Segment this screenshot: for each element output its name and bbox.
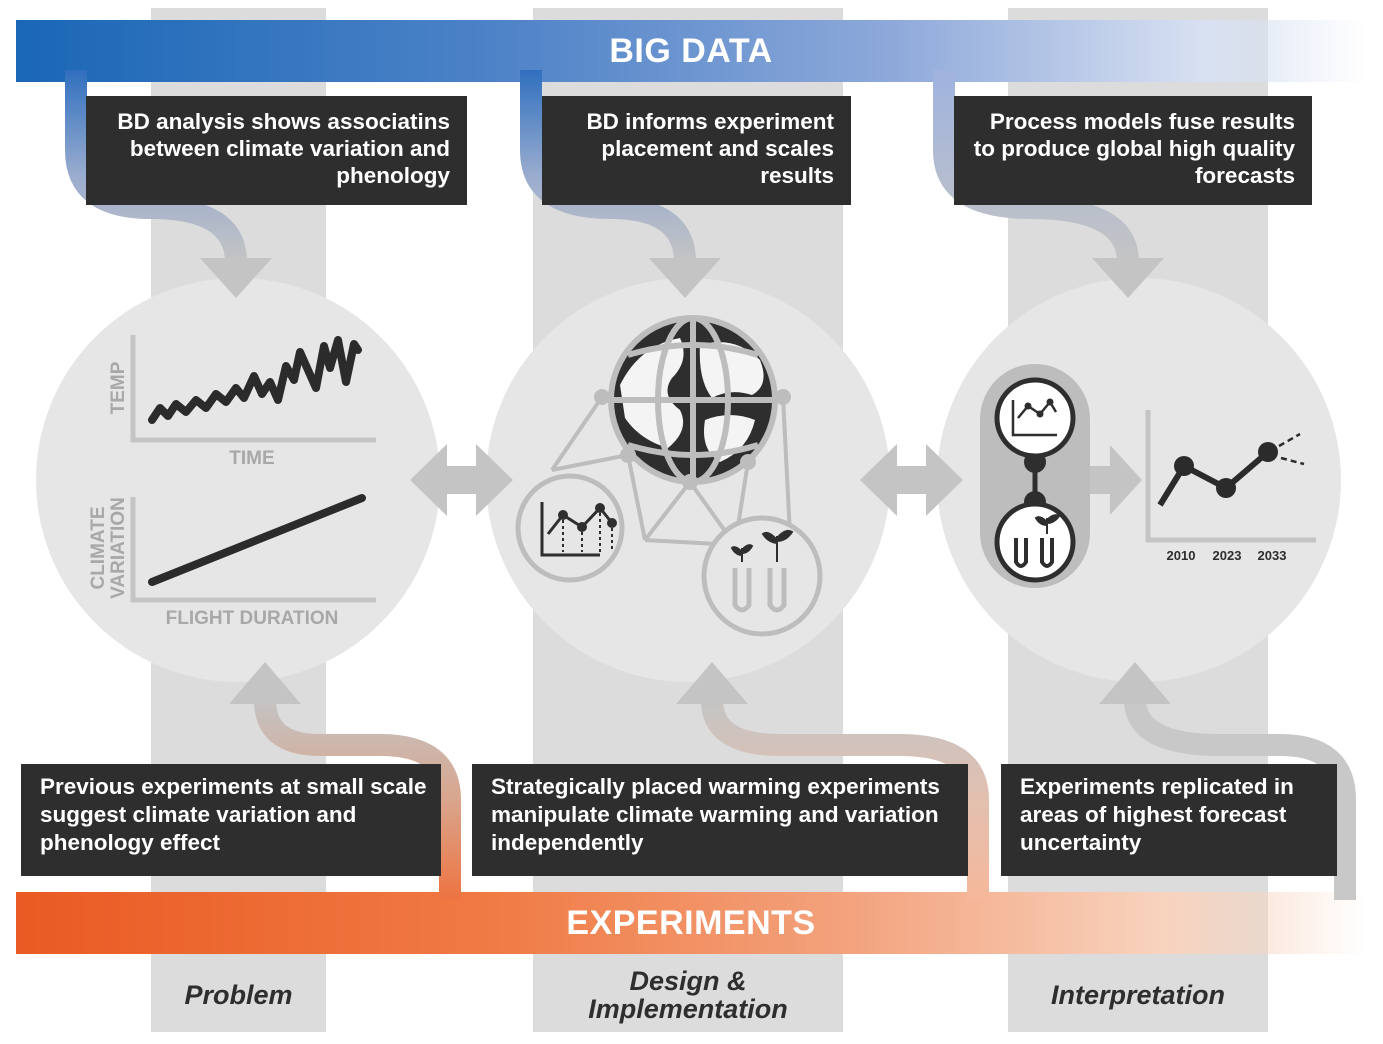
bottom-box-interpretation: Experiments replicated in areas of highe… <box>1001 764 1337 876</box>
bottom-box-problem-text: Previous experiments at small scale sugg… <box>40 774 427 855</box>
big-data-banner: BIG DATA <box>16 20 1366 82</box>
bottom-box-design: Strategically placed warming experiments… <box>472 764 968 876</box>
year-label: 2023 <box>1213 548 1242 563</box>
top-box-design: BD informs experiment placement and scal… <box>542 96 851 205</box>
double-arrow-icon <box>860 444 963 516</box>
time-axis-label: TIME <box>229 448 274 469</box>
phase-problem: Problem <box>184 980 293 1010</box>
circle-problem <box>36 278 440 682</box>
year-label: 2010 <box>1167 548 1196 563</box>
test-tubes-icon <box>701 515 823 637</box>
climate-chart <box>130 494 376 603</box>
top-box-interpretation-text: Process models fuse results to produce g… <box>973 109 1295 188</box>
globe-icon <box>594 315 791 490</box>
bottom-box-problem: Previous experiments at small scale sugg… <box>21 764 441 876</box>
variation-axis-label: VARIATION <box>108 497 129 599</box>
bottom-box-interpretation-text: Experiments replicated in areas of highe… <box>1020 774 1294 855</box>
arrow-experiments-to-problem <box>229 662 461 900</box>
climate-axis-label: CLIMATE <box>88 506 109 589</box>
phase-interpretation: Interpretation <box>1050 980 1225 1010</box>
arrow-bigdata-to-design <box>520 70 721 298</box>
year-label: 2033 <box>1258 548 1287 563</box>
top-box-problem-text: BD analysis shows associatins between cl… <box>117 109 450 188</box>
forward-arrow-icon <box>1090 445 1142 515</box>
top-box-design-text: BD informs experiment placement and scal… <box>586 109 834 188</box>
arrow-experiments-to-interpretation <box>1099 662 1356 900</box>
temp-chart <box>130 335 376 443</box>
arrow-bigdata-to-problem <box>65 70 272 298</box>
experiments-banner: EXPERIMENTS <box>16 892 1366 954</box>
arrow-bigdata-to-interpretation <box>933 70 1164 298</box>
top-box-interpretation: Process models fuse results to produce g… <box>954 96 1312 205</box>
chart-icon <box>515 473 625 583</box>
temp-axis-label: TEMP <box>108 361 129 414</box>
double-arrow-icon <box>410 444 513 516</box>
test-tubes-icon <box>994 501 1076 583</box>
chart-icon <box>994 377 1076 459</box>
top-box-problem: BD analysis shows associatins between cl… <box>86 96 467 205</box>
forecast-chart <box>1145 410 1316 543</box>
bottom-box-design-text: Strategically placed warming experiments… <box>491 774 940 855</box>
arrow-experiments-to-design <box>676 662 989 900</box>
experiments-label: EXPERIMENTS <box>566 903 816 942</box>
flight-duration-axis-label: FLIGHT DURATION <box>166 608 339 629</box>
network-lines <box>550 395 792 547</box>
phase-design: Design & Implementation <box>588 966 788 1024</box>
big-data-label: BIG DATA <box>609 31 773 70</box>
